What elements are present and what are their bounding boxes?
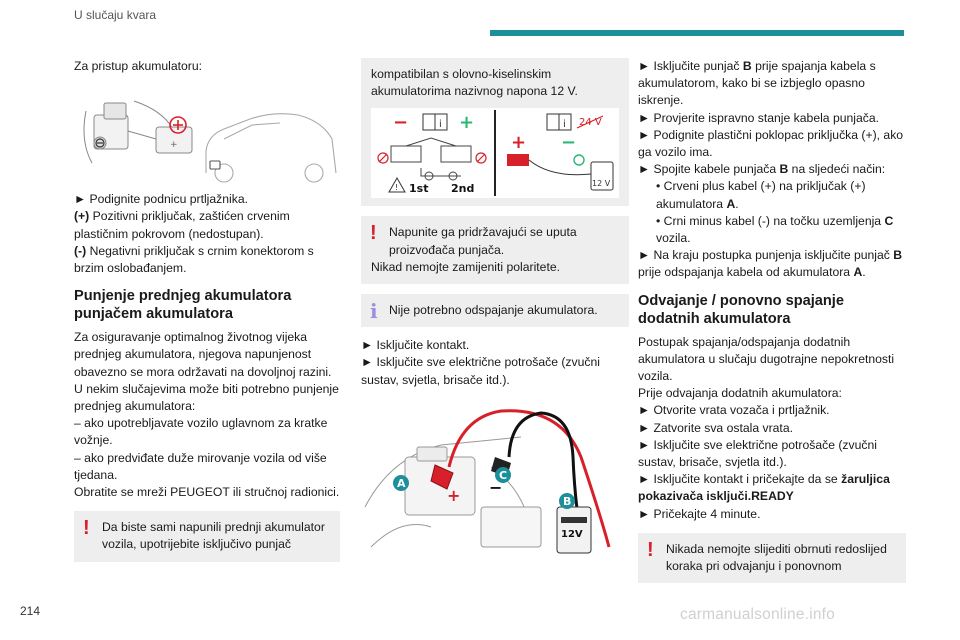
bullet-black-cable: • Crni minus kabel (-) na točku uzemljen… [656,213,894,246]
paragraph-cases: U nekim slučajevima može biti potrebno p… [74,381,339,414]
step-ignition-off: ► Isključite kontakt. [361,338,470,353]
plus-terminal-text: (+) Pozitivni priključak, zaštićen crven… [74,208,340,242]
section-heading-auxiliary: Odvajanje / ponovno spajanje dodatnih ak… [638,292,844,327]
bullet-red-cable: • Crveni plus kabel (+) na priključak (+… [656,179,866,211]
minus-sign-icon: − [561,132,576,153]
step-lift-cover: ► Podignite plastični poklopac priključk… [638,127,904,160]
book-icon [546,113,572,131]
column-1: Za pristup akumulatoru: + [74,58,340,562]
paragraph-procedure: Postupak spajanja/odspajanja dodatnih ak… [638,334,895,384]
minus-sign-icon: − [393,112,408,133]
label-2nd: 2nd [451,182,474,195]
charger-icon [590,161,614,191]
warning-triangle-icon: ! [388,177,406,193]
warning-icon: ! [647,538,654,561]
minus-key: (-) [74,243,87,258]
warning-icon: ! [370,222,377,245]
ground-point-icon [573,154,585,167]
label-12v: 12V [561,529,583,540]
label-c-badge: C [495,466,511,483]
minus-sign-icon: − [489,478,502,497]
polarity-diagram-svg: i − + ! 1st 2nd [377,110,614,197]
label-c: C [499,469,507,482]
charger-connection-photo: + − A C 12V B [361,396,629,565]
step-check-cables: ► Provjerite ispravno stanje kabela punj… [638,110,880,125]
battery-location-illustration: + [83,100,337,183]
battery-location-figure: + [74,81,340,185]
plus-sign-icon: + [447,486,460,505]
running-header: U slučaju kvara [74,8,157,22]
info-icon: i [370,299,378,324]
warning-text: Nikada nemojte slijediti obrnuti redosli… [666,541,887,574]
book-icon [422,113,448,131]
case-short-trips: – ako upotrebljavate vozilo uglavnom za … [74,416,328,448]
watermark: carmanualsonline.info [680,606,835,623]
warning-notice-polarity: ! Napunite ga pridržavajući se uputa pro… [361,216,629,285]
plus-description: Pozitivni priključak, zaštićen crvenim p… [74,209,290,241]
case-long-standstill: – ako predviđate duže mirovanje vozila o… [74,450,327,482]
label-b: B [563,495,571,508]
battery-pair-icon [390,137,472,163]
page-number: 214 [20,604,41,618]
minus-description: Negativni priključak s crnim konektorom … [74,243,314,276]
section-heading-charging: Punjenje prednjeg akumulatora punjačem a… [74,288,292,323]
label-24v: 24 V [579,117,602,128]
car-silhouette-icon [205,113,337,183]
plus-sign-icon: + [511,132,526,153]
column-2: kompatibilan s olovno-kiselinskim akumul… [361,58,629,565]
paragraph-lifetime: Za osiguravanje optimalnog životnog vije… [74,330,332,379]
step-lift-floor: ► Podignite podnicu prtljažnika. [74,192,248,207]
label-a: A [397,477,406,490]
plus-terminal-icon [169,116,187,135]
svg-text:+: + [170,140,178,150]
intro-text: Za pristup akumulatoru: [74,59,203,73]
notice-continuation-text: kompatibilan s olovno-kiselinskim akumul… [371,67,578,99]
plus-key: (+) [74,209,90,224]
info-glyph: i [439,119,442,130]
polarity-diagram: i − + ! 1st 2nd [371,108,619,199]
no-symbol-icon [377,152,389,165]
info-notice-disconnect: i Nije potrebno odspajanje akumulatora. [361,294,629,328]
header-accent-bar [490,30,904,36]
label-12v: 12 V [592,179,611,188]
warning-notice-order: ! Nikada nemojte slijediti obrnuti redos… [638,532,906,584]
svg-text:!: ! [395,183,398,192]
paragraph-before: Prije odvajanja dodatnih akumulatora: [638,386,842,401]
notice-continuation: kompatibilan s olovno-kiselinskim akumul… [361,58,629,207]
label-a-badge: A [393,474,409,491]
info-text: Nije potrebno odspajanje akumulatora. [389,303,598,318]
step-switch-off-charger: ► Isključite punjač B prije spajanja kab… [638,59,876,108]
warning-text: Da biste sami napunili prednji akumulato… [102,520,325,552]
warning-notice-charger: ! Da biste sami napunili prednji akumula… [74,511,340,562]
warning-icon: ! [83,517,90,540]
charger-connection-illustration: + − A C 12V B [361,396,629,565]
no-symbol-icon [475,152,487,165]
label-b-badge: B [559,492,575,509]
step-end-charging: ► Na kraju postupka punjenja isključite … [638,248,903,280]
step-connect-cables: ► Spojite kabele punjača B na sljedeći n… [638,162,886,177]
step-consumers-off: ► Isključite sve električne potrošače (z… [361,355,600,387]
red-clamp-icon [507,154,529,167]
warning-polarity: Nikad nemojte zamijeniti polaritete. [371,259,560,274]
warning-instructions: Napunite ga pridržavajući se uputa proiz… [389,225,577,257]
label-1st: 1st [409,182,428,195]
paragraph-contact-dealer: Obratite se mreži PEUGEOT ili stručnoj r… [74,485,340,500]
step-open-doors: ► Otvorite vrata vozača i prtljažnik. [638,403,830,418]
charger-device-icon [556,506,592,554]
plus-sign-icon: + [459,112,474,133]
minus-terminal-text: (-) Negativni priključak s crnim konekto… [74,243,340,277]
minus-terminal-icon [95,138,105,148]
red-clamp-icon [430,464,454,490]
info-glyph: i [563,119,566,130]
step-wait-ready: ► Isključite kontakt i pričekajte da se … [638,472,890,504]
step-consumers-off: ► Isključite sve električne potrošače (z… [638,437,877,470]
column-3: ► Isključite punjač B prije spajanja kab… [638,58,906,584]
step-close-doors: ► Zatvorite sva ostala vrata. [638,420,793,435]
step-wait-minutes: ► Pričekajte 4 minute. [638,506,761,521]
